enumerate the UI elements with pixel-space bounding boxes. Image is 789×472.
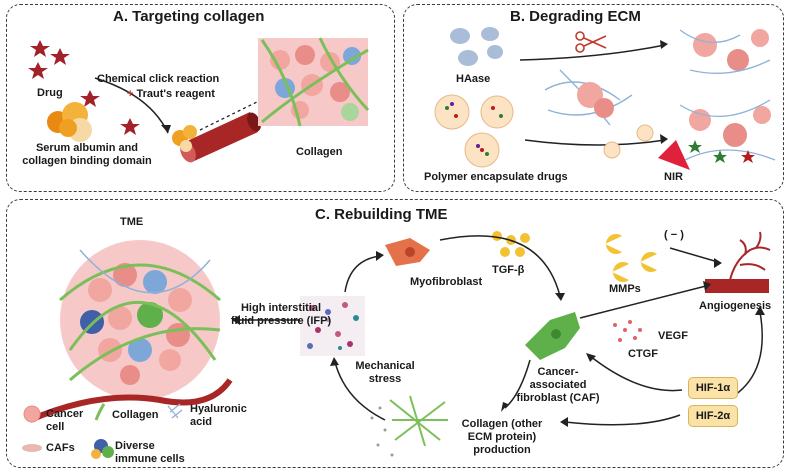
production-line-2: ECM protein): [467, 431, 537, 443]
hif1-label: HIF-1α: [695, 382, 731, 394]
nanoparticle-icons: [434, 94, 514, 168]
tgf-beta-icon: [492, 231, 530, 257]
hif-to-angio-arrow: [734, 311, 763, 396]
hif-to-production-arrow: [564, 414, 681, 426]
haase-arrow: [519, 44, 666, 61]
hif2-box: HIF-2α: [688, 405, 738, 427]
myo-to-caf-arrow: [439, 235, 561, 297]
polymer-label: Polymer encapsulate drugs: [424, 171, 568, 183]
plus-sign: +: [127, 88, 134, 100]
reaction-label: Chemical click reaction: [97, 73, 220, 85]
tme-label: TME: [120, 216, 144, 228]
drug-star-icons: [28, 40, 140, 135]
collagen-label-a: Collagen: [296, 146, 343, 158]
collagen-tissue-icon: [258, 37, 370, 127]
production-to-ifp-arrow: [334, 361, 386, 421]
reagent-text: Traut's reagent: [136, 88, 215, 100]
hif2-label: HIF-2α: [695, 410, 731, 422]
legend-immune-cells-icon: [91, 439, 114, 459]
hif-to-caf-arrow: [589, 355, 683, 392]
albumin-icon: [47, 102, 92, 142]
myofibroblast-label: Myofibroblast: [410, 276, 483, 288]
legend-cafs-label: CAFs: [46, 442, 75, 454]
production-label: Collagen (other ECM protein) production: [454, 418, 550, 457]
stress-label: Mechanical stress: [350, 360, 420, 386]
legend-icons: [22, 403, 183, 459]
stress-line-1: Mechanical: [355, 360, 415, 372]
albumin-line-2: collagen binding domain: [22, 155, 152, 167]
conjugate-icon: [172, 125, 197, 152]
albumin-label: Serum albumin and collagen binding domai…: [12, 142, 162, 168]
ifp-line-1: High interstitial: [240, 302, 322, 314]
legend-cancer-line-1: Cancer: [46, 408, 84, 420]
polymer-arrow: [524, 139, 666, 146]
caf-line-3: fibroblast (CAF): [516, 392, 600, 404]
panel-c-title: C. Rebuilding TME: [315, 206, 448, 223]
angiogenesis-label: Angiogenesis: [699, 300, 772, 312]
hif1-box: HIF-1α: [688, 377, 738, 399]
albumin-line-1: Serum albumin and: [35, 142, 139, 154]
haase-icon: [450, 27, 503, 66]
legend-cancer-cell-icon: [23, 405, 41, 423]
legend-immune-label: Diverse immune cells: [115, 440, 185, 466]
caf-icon: [525, 312, 580, 360]
haase-label: HAase: [456, 73, 491, 85]
legend-collagen-icon: [94, 403, 106, 421]
reagent-label: + Traut's reagent: [127, 88, 215, 101]
mmps-label: MMPs: [609, 283, 641, 295]
panel-b-title: B. Degrading ECM: [510, 8, 641, 25]
nir-beam-icon: [658, 140, 690, 170]
angiogenesis-icon: [705, 231, 771, 293]
growth-factor-dots: [613, 320, 642, 342]
legend-hyaluronic-label: Hyaluronic acid: [190, 403, 247, 429]
legend-hyaluronic-line-2: acid: [190, 416, 213, 428]
production-line-3: production: [473, 444, 531, 456]
production-line-1: Collagen (other: [461, 418, 543, 430]
legend-caf-icon: [22, 444, 42, 452]
legend-cancer-label: Cancer cell: [46, 408, 83, 434]
legend-collagen-label: Collagen: [112, 409, 159, 421]
minus-label: ( − ): [664, 229, 684, 241]
legend-hyaluronic-icon: [167, 403, 183, 419]
caf-line-1: Cancer-: [537, 366, 579, 378]
legend-immune-line-2: immune cells: [115, 453, 185, 465]
ifp-texture-icon: [300, 296, 365, 356]
legend-cancer-line-2: cell: [46, 421, 65, 433]
panel-a-title: A. Targeting collagen: [113, 8, 265, 25]
degraded-ecm-bottom: [679, 99, 776, 163]
myofibroblast-icon: [385, 238, 430, 266]
caf-label: Cancer- associated fibroblast (CAF): [504, 366, 612, 405]
caf-line-2: associated: [529, 379, 587, 391]
caf-to-production-arrow: [504, 359, 531, 409]
stress-line-2: stress: [368, 373, 402, 385]
legend-immune-line-1: Diverse: [115, 440, 155, 452]
tme-tumor-icon: [28, 240, 233, 423]
caf-to-angio-arrow: [579, 285, 707, 319]
ifp-label: High interstitial fluid pressure (IFP): [226, 302, 336, 328]
ctgf-label: CTGF: [628, 348, 658, 360]
mmps-icon: [605, 234, 657, 282]
scissors-icon: [575, 31, 607, 53]
mmps-arrow: [669, 247, 719, 263]
stress-to-myo-arrow: [344, 255, 381, 293]
nir-label: NIR: [664, 171, 683, 183]
legend-hyaluronic-line-1: Hyaluronic: [190, 403, 247, 415]
degraded-ecm-top: [679, 29, 771, 74]
collagen-mesh-icon: [389, 395, 448, 447]
vegf-label: VEGF: [658, 330, 688, 342]
ifp-line-2: fluid pressure (IFP): [230, 315, 332, 327]
drug-label: Drug: [37, 87, 63, 99]
tgf-label: TGF-β: [492, 264, 525, 276]
